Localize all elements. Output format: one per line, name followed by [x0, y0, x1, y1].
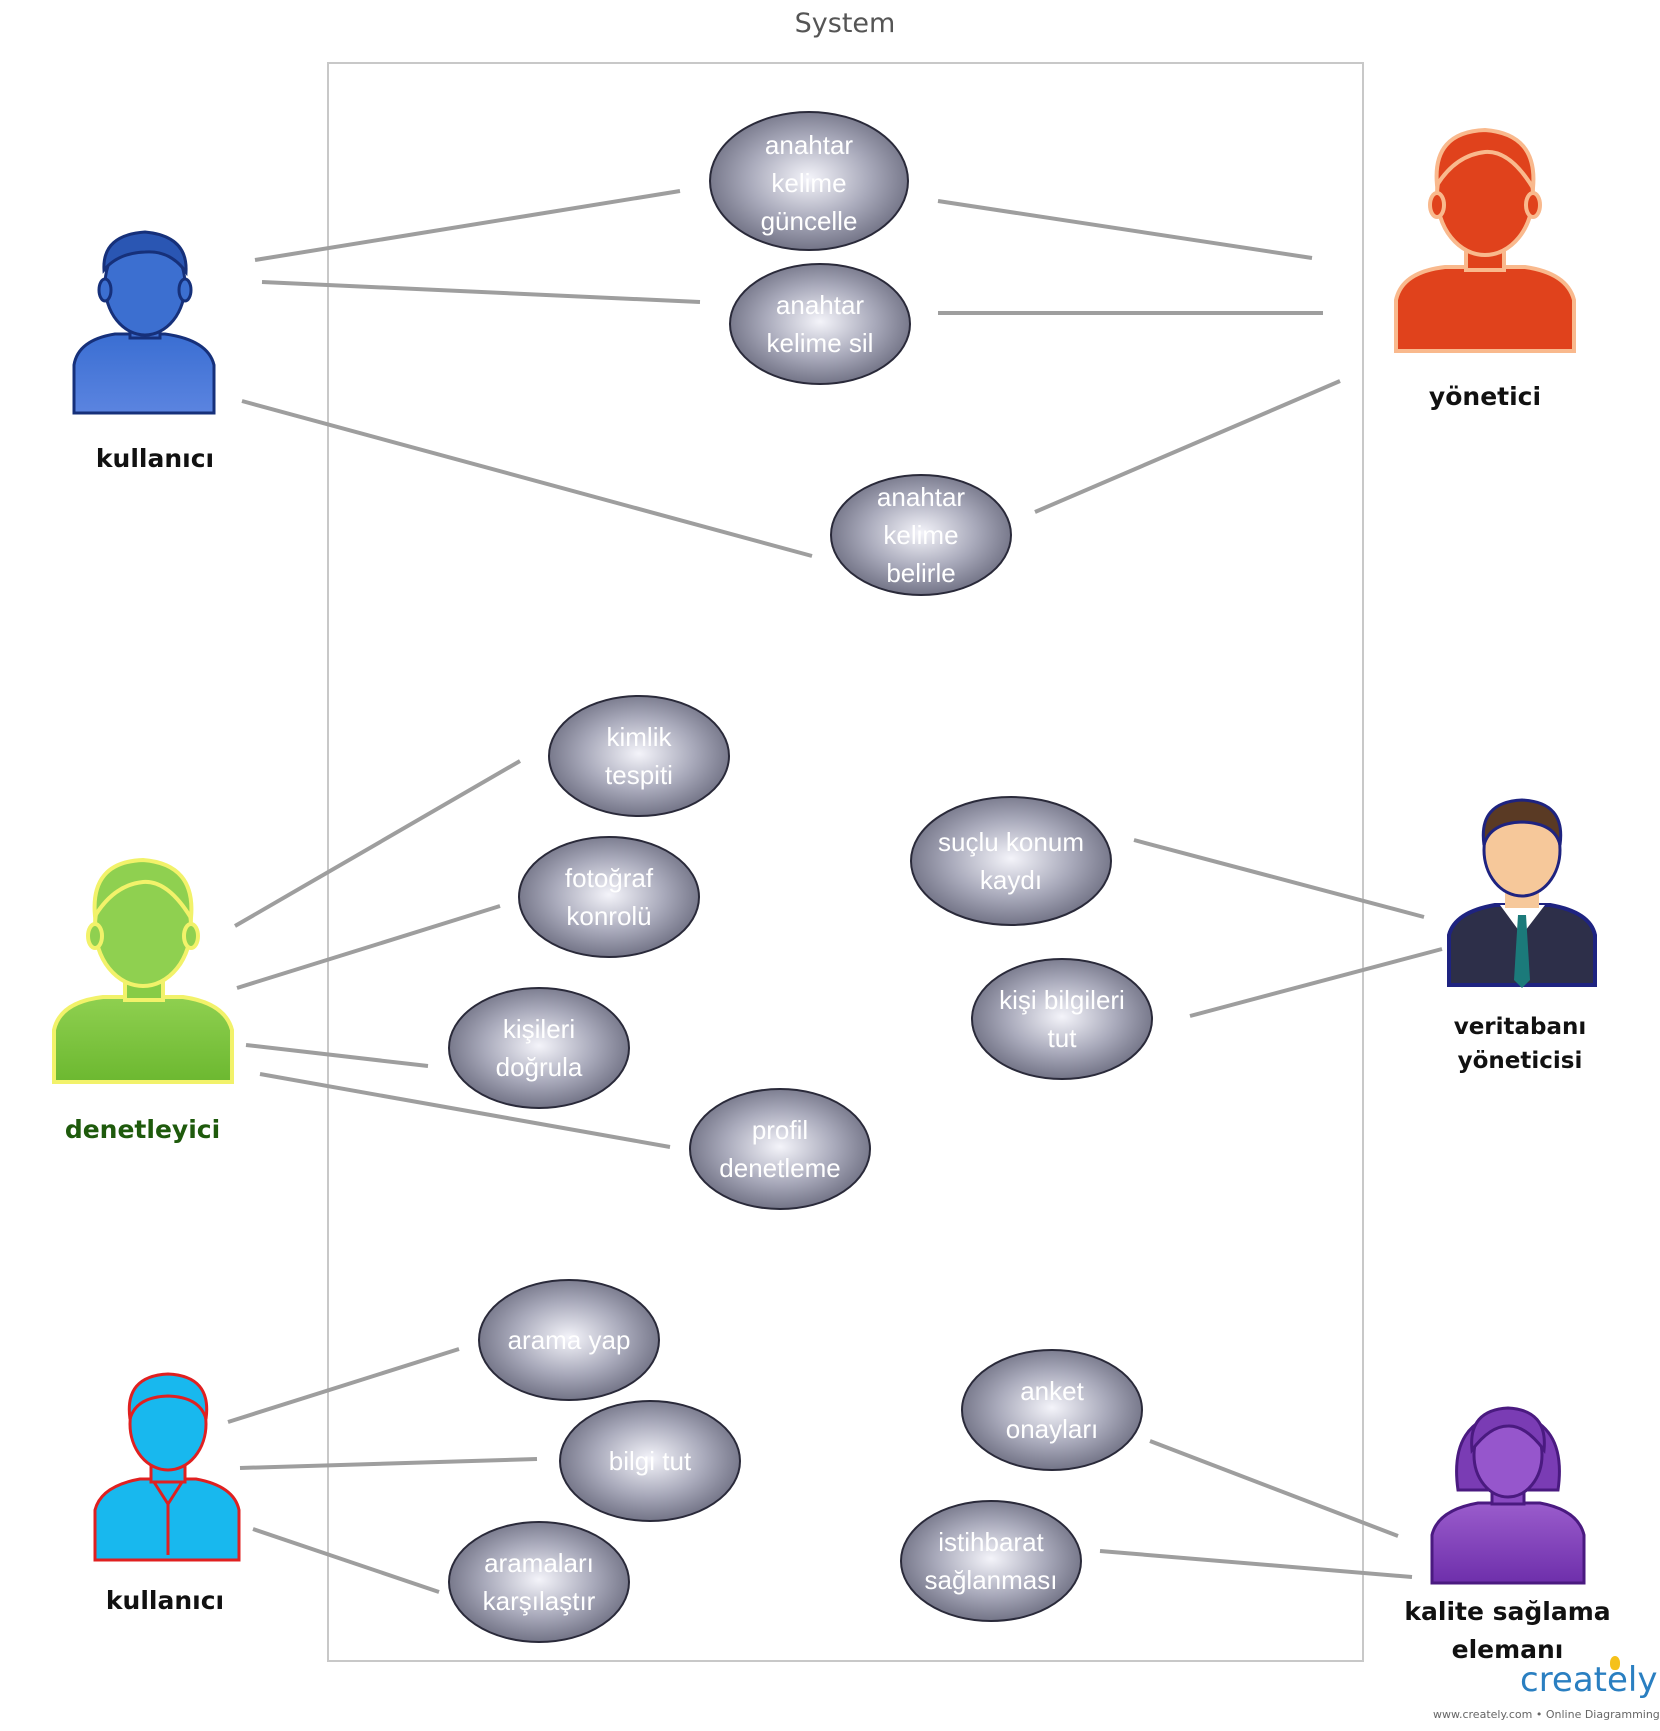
use-case-text: belirle [886, 558, 955, 588]
actor-label-kullanici-bottom: kullanıcı [105, 1586, 225, 1615]
use-case-text: tespiti [605, 760, 673, 790]
association-line [937, 199, 1313, 260]
creately-logo: creately [1520, 1660, 1658, 1700]
actor-label-veritabani-yoneticisi: veritabanı yöneticisi [1440, 1010, 1600, 1078]
actor-label-line: elemanı [1451, 1635, 1564, 1664]
use-case-text: kelime [883, 520, 958, 550]
association-line [1149, 1439, 1399, 1538]
association-line [227, 1347, 460, 1424]
use-case-anket-onaylari[interactable]: anket onayları [961, 1349, 1143, 1471]
actor-veritabani-yoneticisi-icon[interactable] [1447, 798, 1597, 988]
use-case-text: kimlik [607, 722, 673, 752]
actor-kullanici-top-icon[interactable] [72, 230, 216, 415]
use-case-suclu-konum-kaydi[interactable]: suçlu konum kaydı [910, 796, 1112, 926]
use-case-anahtar-kelime-guncelle[interactable]: anahtar kelime güncelle [709, 111, 909, 251]
use-case-kisi-bilgileri-tut[interactable]: kişi bilgileri tut [971, 958, 1153, 1080]
actor-label-line: veritabanı [1453, 1014, 1587, 1040]
association-line [254, 189, 681, 262]
use-case-text: arama yap [508, 1325, 631, 1355]
use-case-text: istihbarat [938, 1527, 1044, 1557]
use-case-text: güncelle [761, 206, 858, 236]
use-case-profil-denetleme[interactable]: profil denetleme [689, 1088, 871, 1210]
association-line [252, 1527, 440, 1594]
use-case-text: profil [752, 1115, 808, 1145]
use-case-text: anahtar [776, 290, 865, 320]
use-case-kimlik-tespiti[interactable]: kimlik tespiti [548, 695, 730, 817]
use-case-text: kişileri [503, 1014, 575, 1044]
association-line [245, 1043, 429, 1068]
use-case-text: doğrula [496, 1052, 583, 1082]
creately-url: www.creately.com • Online Diagramming [1433, 1708, 1660, 1721]
association-line [241, 399, 813, 558]
use-case-text: kişi bilgileri [999, 985, 1125, 1015]
use-case-aramalari-karsilastir[interactable]: aramaları karşılaştır [448, 1521, 630, 1643]
use-case-text: fotoğraf [565, 863, 654, 893]
association-line [1133, 838, 1425, 919]
association-line [1099, 1549, 1413, 1579]
use-case-text: denetleme [719, 1153, 840, 1183]
use-case-text: kelime [771, 168, 846, 198]
actor-yonetici-icon[interactable] [1394, 127, 1576, 353]
association-line [233, 759, 522, 928]
use-case-text: anket [1020, 1376, 1084, 1406]
actor-label-kullanici-top: kullanıcı [95, 444, 215, 473]
system-title: System [794, 8, 896, 39]
use-case-text: sağlanması [925, 1565, 1058, 1595]
use-case-text: anahtar [765, 130, 854, 160]
actor-kullanici-bottom-icon[interactable] [93, 1372, 241, 1562]
actor-label-line: kalite sağlama [1404, 1597, 1611, 1626]
actor-denetleyici-icon[interactable] [52, 857, 234, 1084]
associations [227, 189, 1443, 1594]
system-boundary [327, 62, 1364, 1662]
use-case-kisileri-dogrula[interactable]: kişileri doğrula [448, 987, 630, 1109]
use-case-istihbarat-saglanmasi[interactable]: istihbarat sağlanması [900, 1500, 1082, 1622]
use-case-bilgi-tut[interactable]: bilgi tut [559, 1400, 741, 1522]
use-case-text: aramaları [484, 1548, 594, 1578]
use-case-text: onayları [1006, 1414, 1099, 1444]
use-case-text: kelime sil [767, 328, 874, 358]
actor-label-yonetici: yönetici [1428, 382, 1542, 411]
use-case-text: kaydı [980, 865, 1042, 895]
use-case-text: suçlu konum [938, 827, 1084, 857]
association-line [1189, 947, 1443, 1018]
use-case-text: tut [1048, 1023, 1078, 1053]
use-case-fotograf-konrolu[interactable]: fotoğraf konrolü [518, 836, 700, 958]
lightbulb-icon [1610, 1656, 1620, 1670]
actor-label-denetleyici: denetleyici [64, 1115, 221, 1144]
actor-kalite-saglama-elemani-icon[interactable] [1430, 1406, 1586, 1585]
association-line [259, 1072, 671, 1149]
use-case-text: karşılaştır [483, 1586, 596, 1616]
association-line [239, 1457, 538, 1470]
association-line [261, 280, 701, 304]
actor-label-line: yöneticisi [1457, 1048, 1583, 1074]
use-cases: anahtar kelime güncelle anahtar kelime s… [448, 111, 1153, 1643]
association-line [1034, 379, 1341, 514]
use-case-text: konrolü [566, 901, 651, 931]
use-case-arama-yap[interactable]: arama yap [478, 1279, 660, 1401]
use-case-text: bilgi tut [609, 1446, 692, 1476]
actor-label-kalite-saglama-elemani: kalite sağlama elemanı [1400, 1593, 1615, 1669]
use-case-anahtar-kelime-sil[interactable]: anahtar kelime sil [729, 263, 911, 385]
use-case-text: anahtar [877, 482, 966, 512]
use-case-anahtar-kelime-belirle[interactable]: anahtar kelime belirle [830, 474, 1012, 596]
association-line [236, 904, 501, 990]
